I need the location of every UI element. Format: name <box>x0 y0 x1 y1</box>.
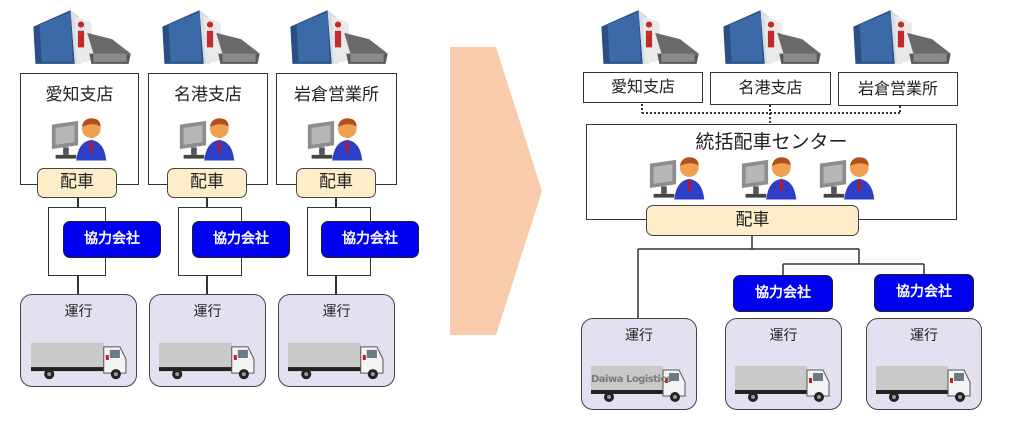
partner-company-box: 協力会社 <box>192 221 290 258</box>
operation-box: 運行 <box>149 294 266 387</box>
branch-name: 岩倉営業所 <box>294 85 379 105</box>
truck-icon <box>29 340 130 382</box>
truck-icon <box>286 340 387 382</box>
dispatch-center-title: 統括配車センター <box>695 131 848 153</box>
truck-icon <box>157 340 258 382</box>
truck-brand-text: Daiwa Logistics <box>591 374 672 385</box>
operator-icon <box>178 112 238 164</box>
operation-label: 運行 <box>193 304 222 320</box>
operation-label: 運行 <box>625 328 653 344</box>
operator-icon <box>818 152 878 202</box>
branch-box: 愛知支店 <box>20 73 139 185</box>
truck-icon <box>733 364 833 404</box>
operator-icon <box>740 152 800 202</box>
truck-icon <box>874 364 974 404</box>
operation-label: 運行 <box>769 328 798 344</box>
operator-icon <box>306 112 366 164</box>
partner-company-box: 協力会社 <box>733 275 833 312</box>
partner-company-box: 協力会社 <box>874 274 974 312</box>
operation-box: 運行 <box>725 318 842 410</box>
branch-name: 名港支店 <box>174 85 242 105</box>
tree-connector <box>637 236 925 319</box>
branch-name-box: 愛知支店 <box>583 72 703 103</box>
dotted-connector <box>641 104 901 126</box>
warehouse-icon <box>846 8 956 66</box>
branch-name-box: 岩倉営業所 <box>838 72 958 106</box>
warehouse-icon <box>155 8 265 66</box>
dispatch-box: 配車 <box>296 168 376 198</box>
operation-label: 運行 <box>910 328 938 344</box>
branch-name: 愛知支店 <box>45 85 114 105</box>
warehouse-icon <box>283 8 393 66</box>
operator-icon <box>50 112 110 164</box>
branch-box: 名港支店 <box>148 73 268 185</box>
dispatch-center-box: 統括配車センター <box>586 124 957 220</box>
partner-company-box: 協力会社 <box>63 221 161 258</box>
dispatch-box: 配車 <box>646 205 859 236</box>
transition-arrow-icon <box>450 47 542 335</box>
warehouse-icon <box>594 8 704 66</box>
operation-label: 運行 <box>322 304 351 320</box>
partner-company-box: 協力会社 <box>321 221 419 258</box>
branch-name-box: 名港支店 <box>710 72 831 105</box>
warehouse-icon <box>716 8 826 66</box>
operation-label: 運行 <box>64 304 93 320</box>
warehouse-icon <box>26 8 136 66</box>
branch-box: 岩倉営業所 <box>276 73 397 185</box>
operator-icon <box>648 152 708 202</box>
dispatch-box: 配車 <box>167 168 247 198</box>
dispatch-box: 配車 <box>37 168 117 198</box>
